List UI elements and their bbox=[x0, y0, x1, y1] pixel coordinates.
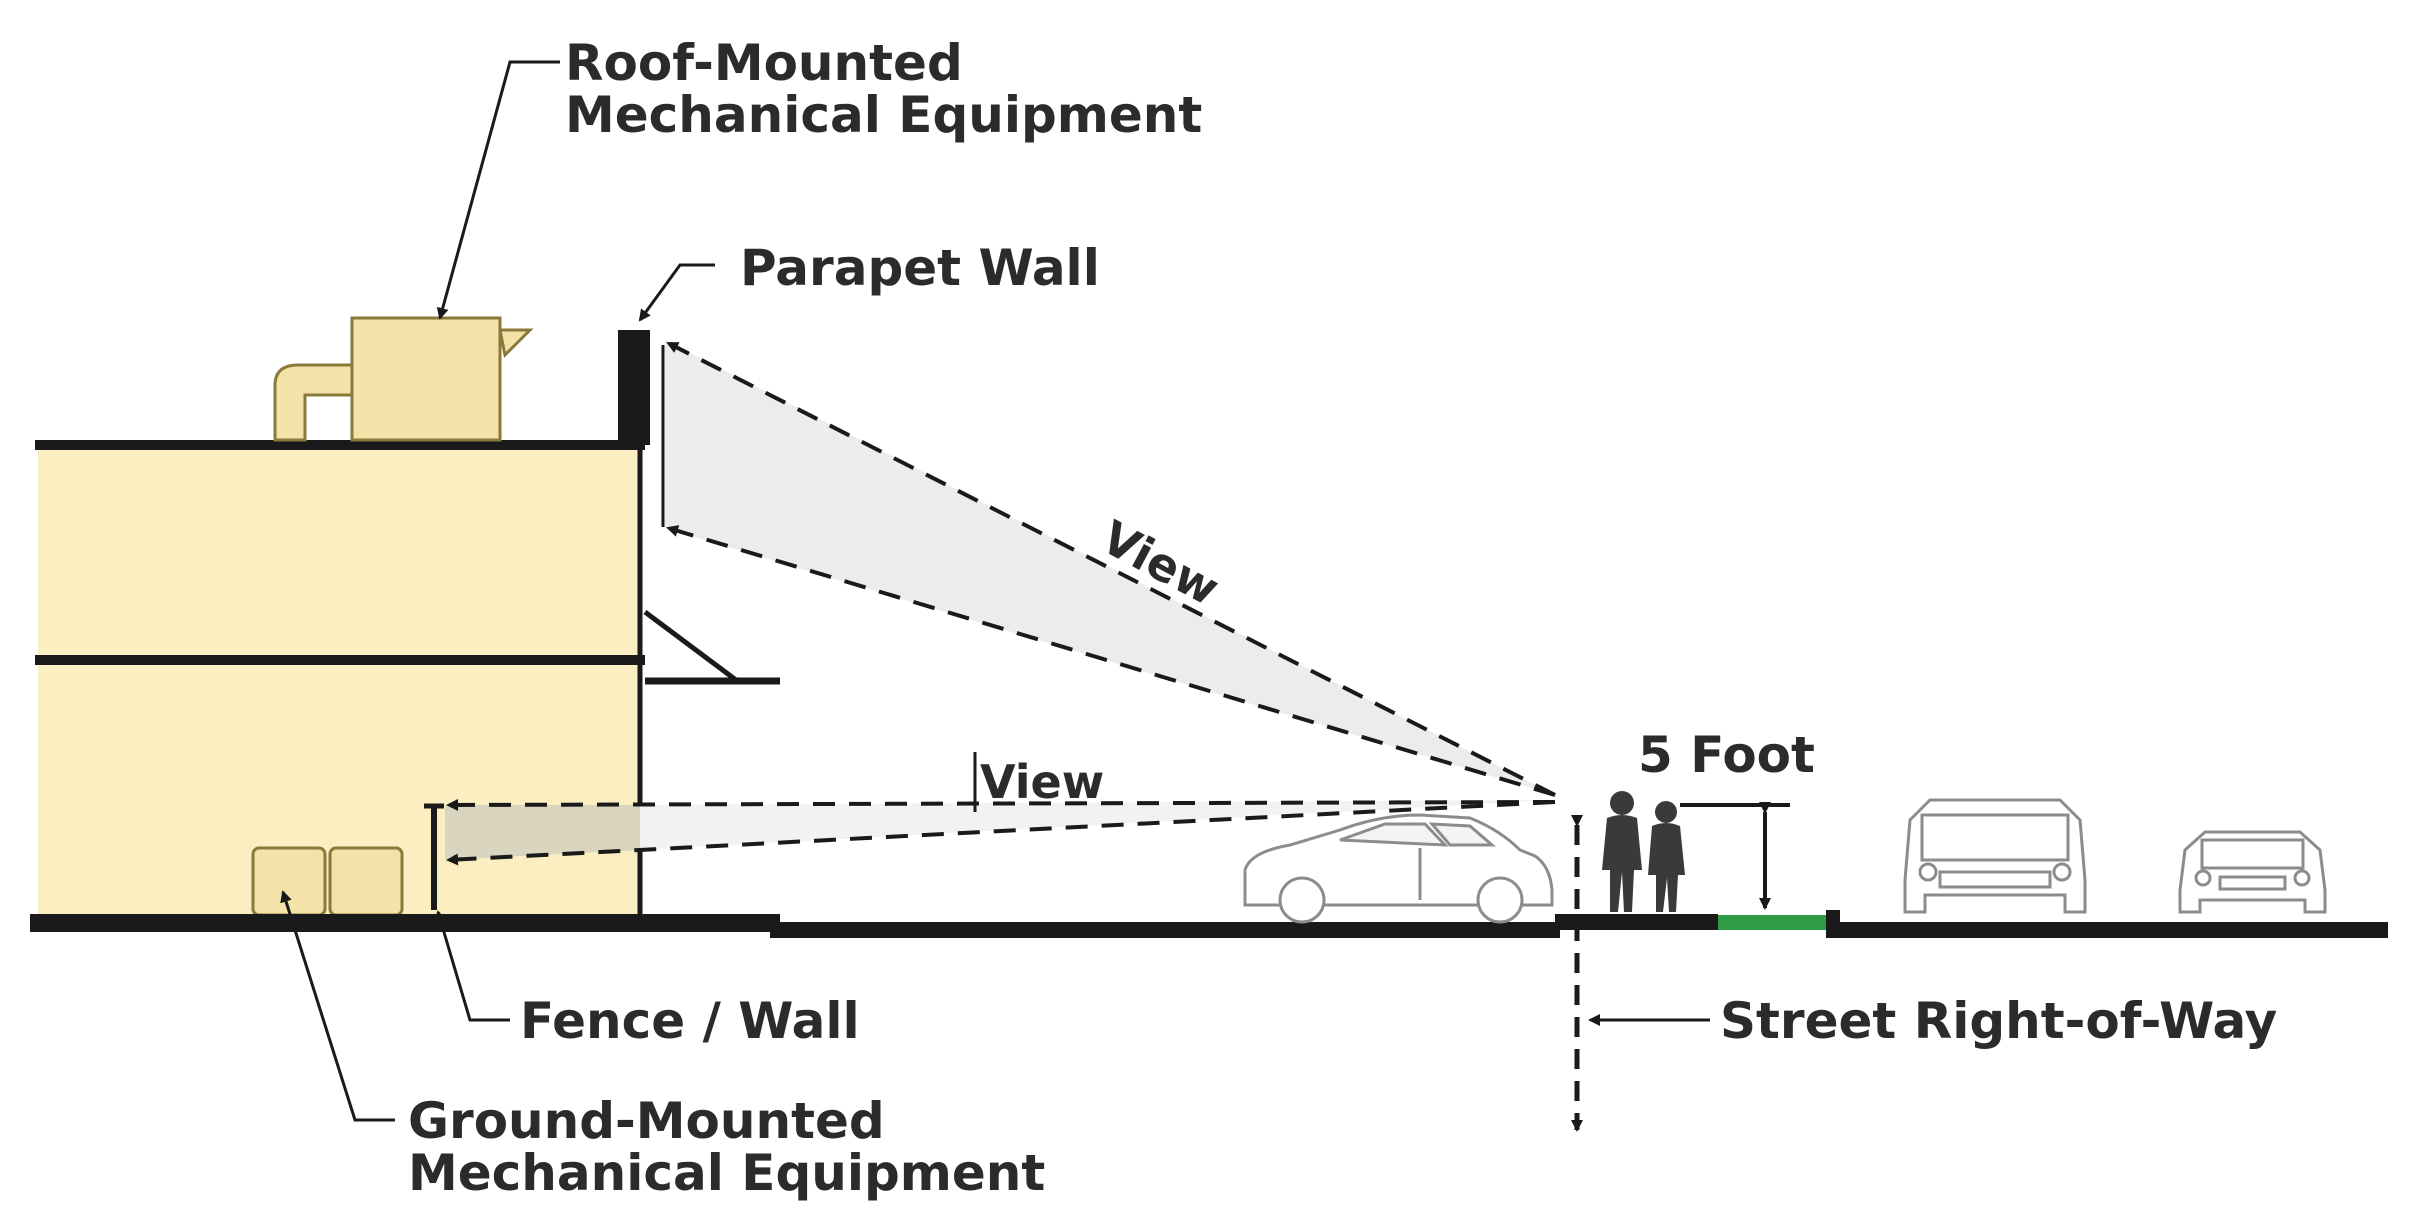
leader-roof-equipment bbox=[436, 60, 560, 320]
street-row-label: Street Right-of-Way bbox=[1720, 992, 2277, 1050]
roof-equipment-label-line1: Roof-Mounted bbox=[565, 34, 963, 92]
ground-equipment-unit-right bbox=[328, 846, 404, 917]
ground-equipment-label-line2: Mechanical Equipment bbox=[408, 1144, 1045, 1202]
building bbox=[35, 440, 780, 920]
parapet-wall bbox=[618, 330, 650, 445]
view-lower-label: View bbox=[980, 755, 1104, 809]
sedan-wheel-rear bbox=[1476, 876, 1524, 924]
pickup-truck bbox=[1903, 798, 2087, 914]
roof-equipment-label-line2: Mechanical Equipment bbox=[565, 86, 1202, 144]
canopy bbox=[643, 609, 744, 683]
leader-fence-wall bbox=[435, 910, 510, 1022]
ground-street bbox=[1838, 922, 2388, 938]
sedan-car bbox=[1243, 813, 1554, 924]
sight-lines bbox=[446, 341, 1556, 866]
upper-sightline-top bbox=[666, 341, 1556, 797]
pedestrians bbox=[1602, 791, 1685, 912]
small-car bbox=[2178, 830, 2327, 914]
sedan-wheel-front bbox=[1278, 876, 1326, 924]
leader-parapet-wall bbox=[638, 263, 715, 322]
fence-wall bbox=[424, 803, 444, 910]
roof-equipment-vent bbox=[498, 328, 534, 359]
curb bbox=[1826, 910, 1840, 938]
five-foot-dimension bbox=[1680, 802, 1790, 910]
roof-equipment bbox=[273, 316, 534, 442]
building-upper-floor bbox=[38, 447, 641, 657]
ground bbox=[30, 910, 2388, 938]
ground-sidewalk bbox=[1555, 914, 1718, 930]
five-foot-label: 5 Foot bbox=[1638, 726, 1815, 784]
ground-road bbox=[770, 922, 1560, 938]
ground-site bbox=[30, 914, 780, 932]
ground-equipment-unit-left bbox=[251, 846, 327, 917]
parapet-wall-label: Parapet Wall bbox=[740, 239, 1100, 297]
ground-equipment bbox=[251, 846, 404, 917]
lower-sightline-bottom bbox=[446, 800, 1556, 866]
leader-ground-equipment bbox=[280, 890, 395, 1122]
lower-view-cone bbox=[445, 805, 640, 860]
roof-equipment-duct bbox=[273, 363, 357, 442]
planting-strip bbox=[1718, 915, 1828, 930]
ground-equipment-label-line1: Ground-Mounted bbox=[408, 1092, 885, 1150]
fence-wall-label: Fence / Wall bbox=[520, 992, 860, 1050]
leader-lines bbox=[280, 60, 1710, 1122]
roof-equipment-unit bbox=[350, 316, 502, 442]
upper-view-cone bbox=[665, 340, 1555, 795]
upper-sightline-bottom bbox=[666, 525, 1556, 797]
lower-sightline-top bbox=[446, 798, 1556, 811]
